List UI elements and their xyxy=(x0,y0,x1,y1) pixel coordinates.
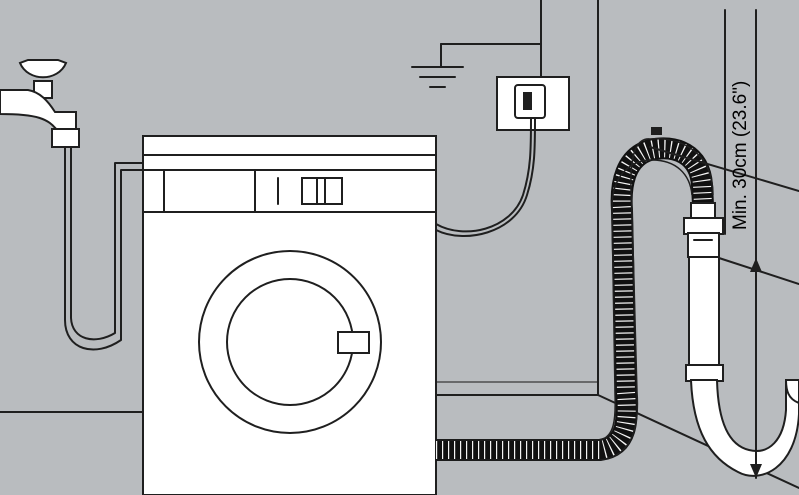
minimum-height-label: Min. 30cm (23.6") xyxy=(730,81,751,230)
drain-pipe xyxy=(683,202,799,477)
power-outlet-assembly xyxy=(411,0,570,237)
dimension-arrow-down xyxy=(750,464,762,478)
control-panel-buttons xyxy=(301,177,343,205)
door-glass xyxy=(226,278,354,406)
washing-machine xyxy=(142,135,437,495)
dimension-arrow-up xyxy=(750,258,762,272)
door-handle xyxy=(337,331,370,354)
height-dimension: Min. 30cm (23.6") xyxy=(649,9,799,479)
drain-hose xyxy=(436,127,714,461)
water-tap-assembly xyxy=(0,59,145,351)
